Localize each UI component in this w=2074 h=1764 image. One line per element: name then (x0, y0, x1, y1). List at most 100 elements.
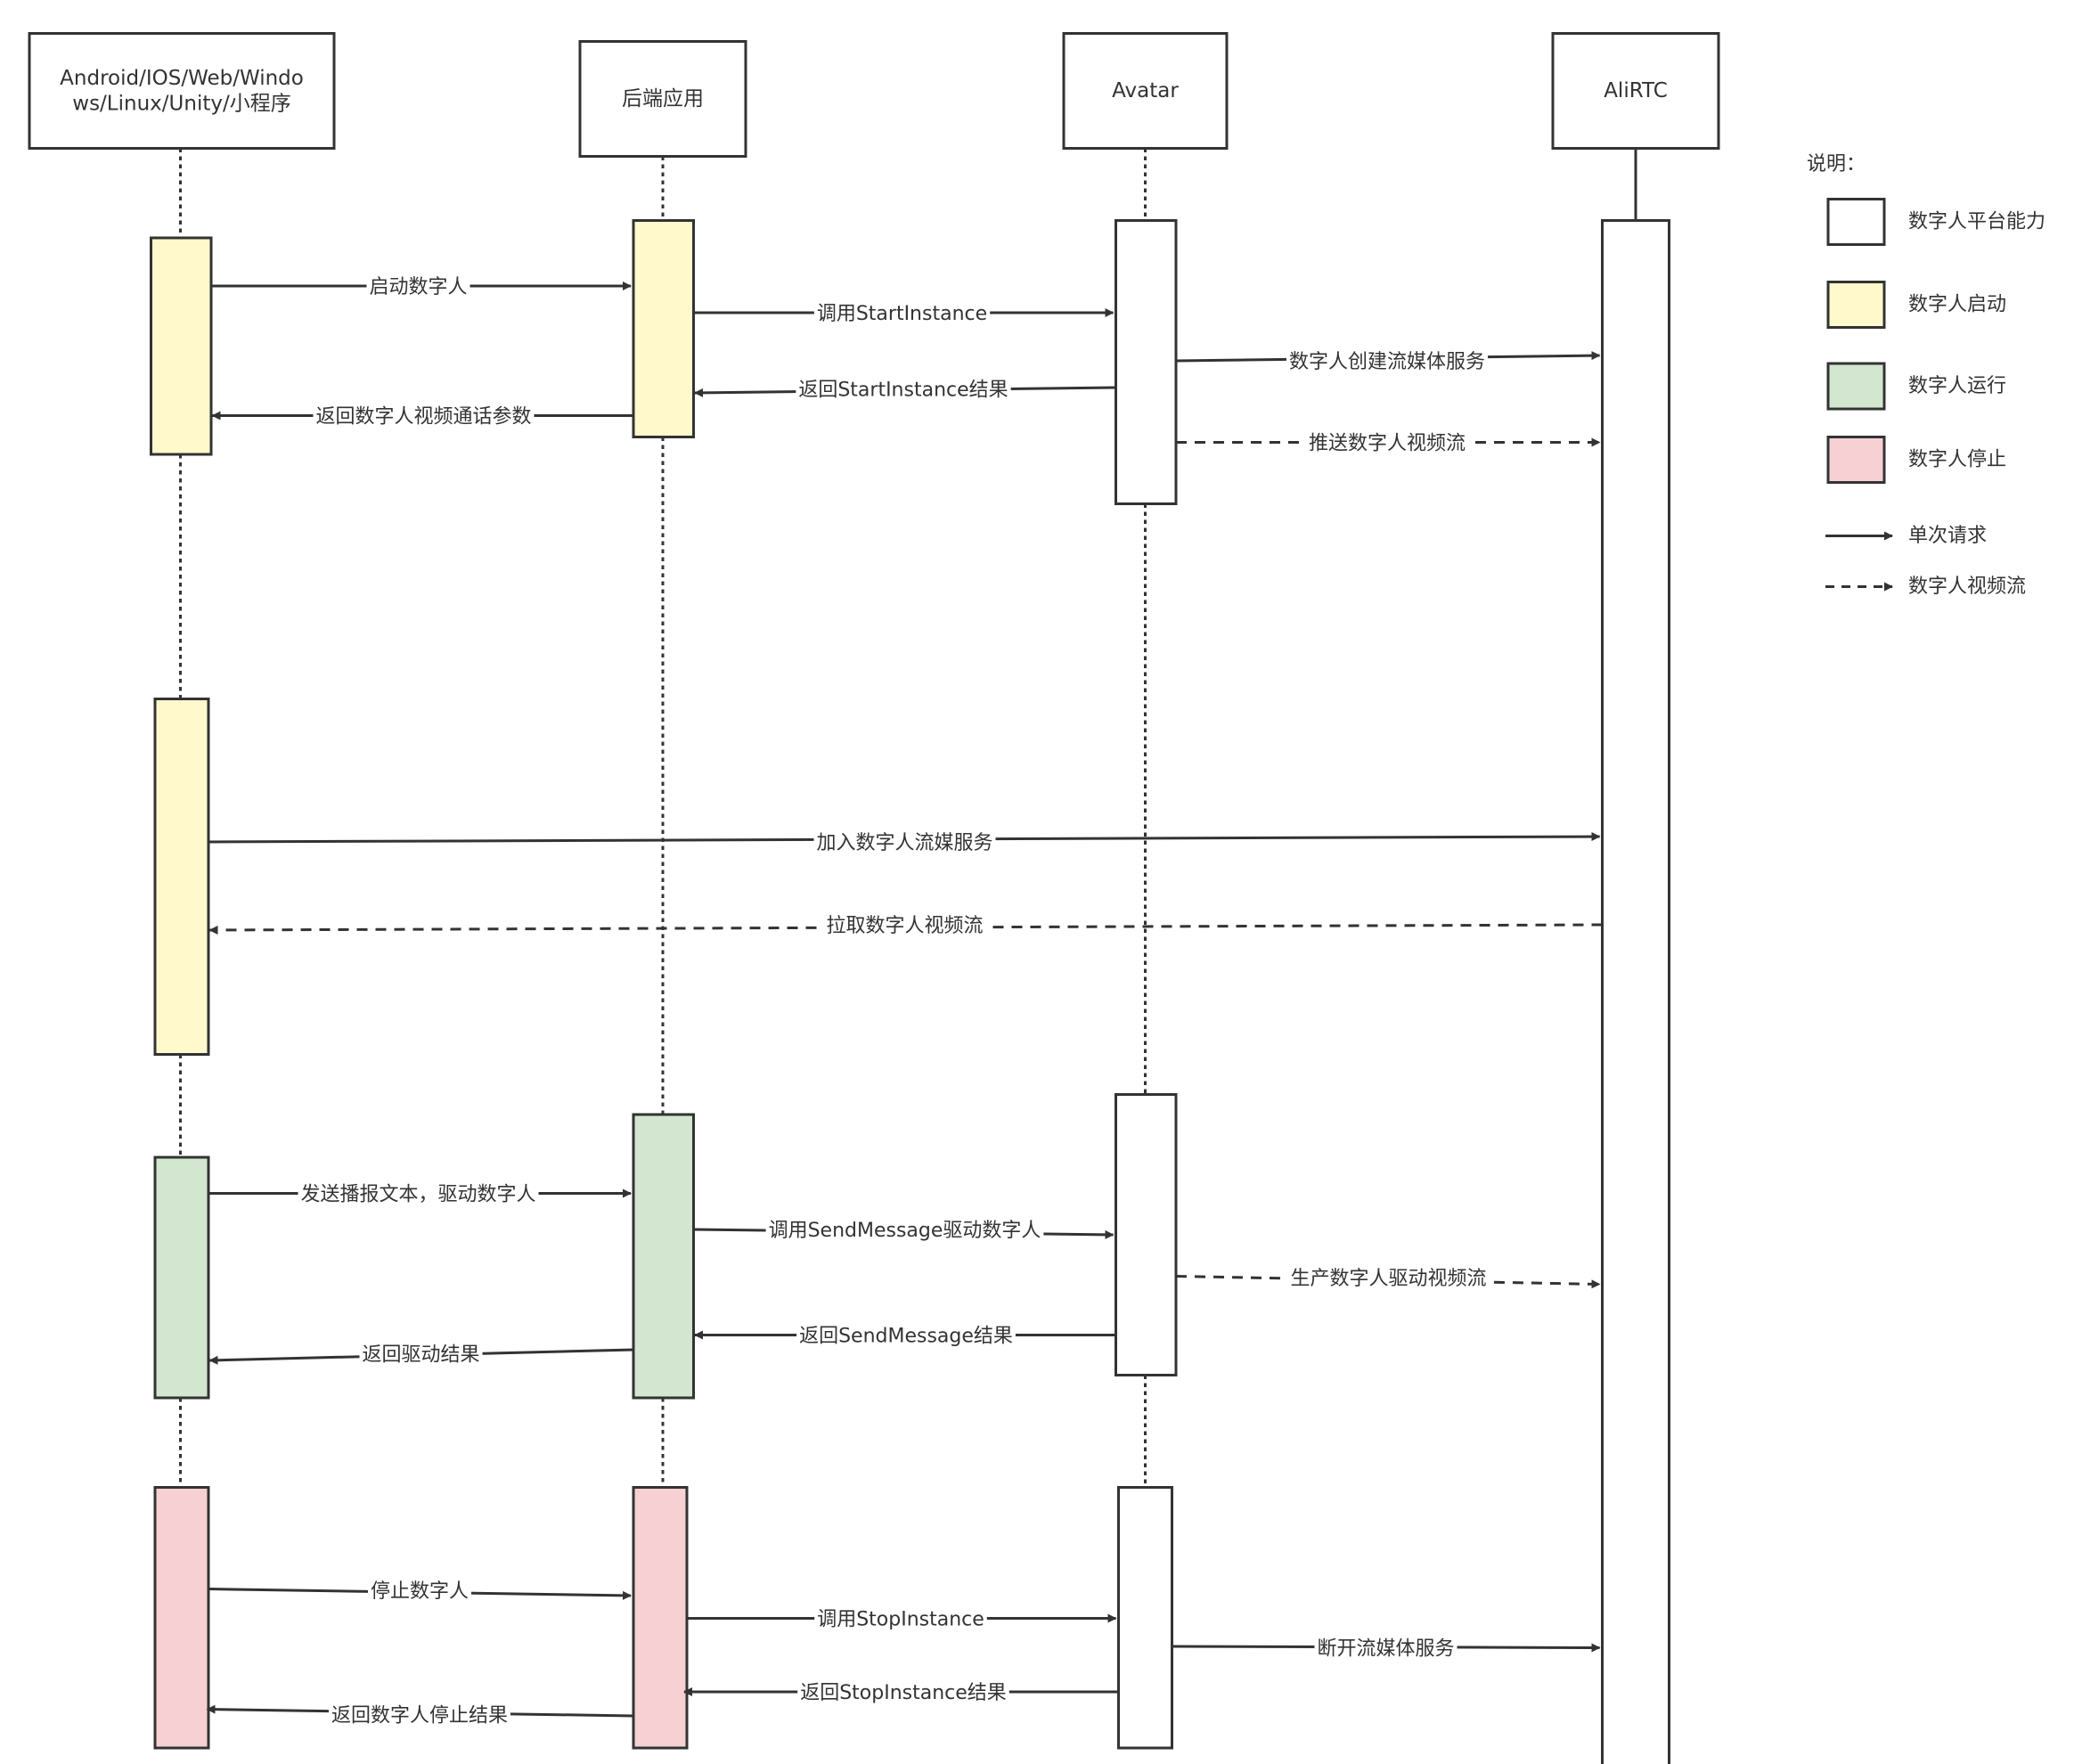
legend-item: 数字人视频流 (1825, 576, 2026, 598)
message-label: 返回StopInstance结果 (800, 1682, 1007, 1704)
participant-label: Avatar (1112, 79, 1179, 102)
participant-label: AliRTC (1604, 79, 1668, 102)
message-label: 调用SendMessage驱动数字人 (769, 1220, 1041, 1242)
legend-label: 数字人平台能力 (1908, 211, 2045, 233)
legend-item: 数字人平台能力 (1826, 198, 2045, 246)
activation-bar-client-start (153, 698, 210, 1056)
legend-swatch-platform (1826, 198, 1886, 246)
participant-label: 后端应用 (622, 87, 704, 110)
message-5: 返回数字人视频通话参数 (211, 405, 633, 429)
message-14: 停止数字人 (208, 1580, 632, 1603)
participant-label: ws/Linux/Unity/小程序 (72, 92, 290, 115)
legend-item: 数字人启动 (1826, 281, 2006, 329)
legend-swatch-run (1826, 362, 1886, 411)
message-label-background (359, 1343, 483, 1367)
activation-bar-alirtc-platform (1601, 219, 1670, 1764)
message-8: 拉取数字人视频流 (208, 915, 1603, 937)
message-12: 返回SendMessage结果 (694, 1325, 1116, 1348)
legend-item: 数字人运行 (1826, 362, 2006, 411)
message-label: 推送数字人视频流 (1309, 433, 1466, 455)
message-4: 返回StartInstance结果 (694, 379, 1116, 402)
message-label: 调用StartInstance (817, 303, 987, 325)
message-10: 调用SendMessage驱动数字人 (693, 1220, 1115, 1242)
message-15: 调用StopInstance (687, 1608, 1117, 1631)
activation-bar-backend-stop (632, 1486, 689, 1750)
message-6: 推送数字人视频流 (1176, 432, 1601, 455)
legend-item: 单次请求 (1825, 525, 1987, 547)
message-label: 停止数字人 (371, 1580, 469, 1603)
message-label-background (298, 1183, 539, 1206)
message-7: 加入数字人流媒服务 (208, 832, 1601, 854)
activation-bars (150, 219, 1670, 1764)
message-13: 返回驱动结果 (208, 1343, 634, 1367)
legend-label: 数字人启动 (1908, 294, 2006, 316)
activation-bar-avatar-platform (1117, 1486, 1173, 1750)
activation-bar-avatar-platform (1115, 1093, 1178, 1376)
message-label-background (813, 832, 996, 854)
message-11: 生产数字人驱动视频流 (1175, 1268, 1601, 1290)
activation-bar-avatar-platform (1115, 219, 1178, 505)
legend-item: 数字人停止 (1826, 436, 2006, 484)
message-label-background (813, 303, 991, 325)
message-18: 返回数字人停止结果 (206, 1704, 634, 1727)
message-label-background (1314, 1637, 1458, 1661)
activation-bar-client-start (150, 236, 213, 456)
message-16: 断开流媒体服务 (1172, 1637, 1601, 1661)
message-label: 发送播报文本，驱动数字人 (300, 1184, 535, 1206)
message-label: 数字人创建流媒体服务 (1289, 351, 1485, 373)
legend-swatch-stop (1826, 436, 1886, 484)
message-1: 启动数字人 (211, 276, 632, 298)
message-label: 调用StopInstance (817, 1609, 984, 1631)
message-label-background (328, 1704, 511, 1727)
message-label-background (1286, 351, 1489, 373)
message-label-background (1305, 432, 1469, 455)
message-label-background (796, 1325, 1016, 1348)
participant-alirtc: AliRTC (1551, 32, 1720, 150)
message-label: 返回StartInstance结果 (798, 380, 1008, 402)
activation-bar-backend-run (632, 1113, 695, 1400)
message-label: 启动数字人 (369, 276, 467, 298)
message-label-background (313, 405, 535, 429)
legend-swatch-start (1826, 281, 1886, 329)
message-label-background (366, 276, 470, 298)
message-2: 调用StartInstance (693, 303, 1115, 325)
participant-avatar: Avatar (1062, 32, 1229, 150)
activation-bar-client-run (153, 1156, 210, 1400)
participant-box (1551, 32, 1720, 150)
message-label: 返回数字人停止结果 (331, 1705, 508, 1727)
participant-box (28, 32, 336, 150)
participant-box (1062, 32, 1229, 150)
message-9: 发送播报文本，驱动数字人 (208, 1183, 632, 1206)
message-label-background (367, 1580, 472, 1603)
message-label: 返回SendMessage结果 (799, 1326, 1013, 1348)
legend-title: 说明： (1807, 153, 1866, 176)
activation-bar-client-stop (153, 1486, 210, 1750)
participant-label: Android/IOS/Web/Windo (60, 67, 304, 90)
message-label-background (823, 915, 986, 937)
lifelines (179, 148, 1637, 1488)
legend-label: 数字人运行 (1908, 375, 2006, 397)
message-label: 断开流媒体服务 (1317, 1638, 1454, 1661)
message-label-background (1287, 1268, 1490, 1290)
legend-label: 数字人停止 (1908, 449, 2006, 471)
legend-label: 数字人视频流 (1908, 576, 2026, 598)
message-label: 返回驱动结果 (362, 1344, 479, 1367)
message-label: 拉取数字人视频流 (826, 915, 983, 937)
message-label: 加入数字人流媒服务 (816, 832, 992, 854)
message-17: 返回StopInstance结果 (683, 1682, 1119, 1704)
participant-box (578, 40, 747, 158)
message-label-background (814, 1608, 987, 1631)
message-label-background (796, 379, 1011, 402)
message-label: 生产数字人驱动视频流 (1290, 1268, 1486, 1290)
message-label-background (797, 1682, 1009, 1704)
participant-backend: 后端应用 (578, 40, 747, 158)
legend-label: 单次请求 (1908, 525, 1987, 547)
message-label-background (765, 1220, 1044, 1242)
activation-bar-backend-start (632, 219, 695, 438)
message-label: 返回数字人视频通话参数 (315, 406, 531, 429)
